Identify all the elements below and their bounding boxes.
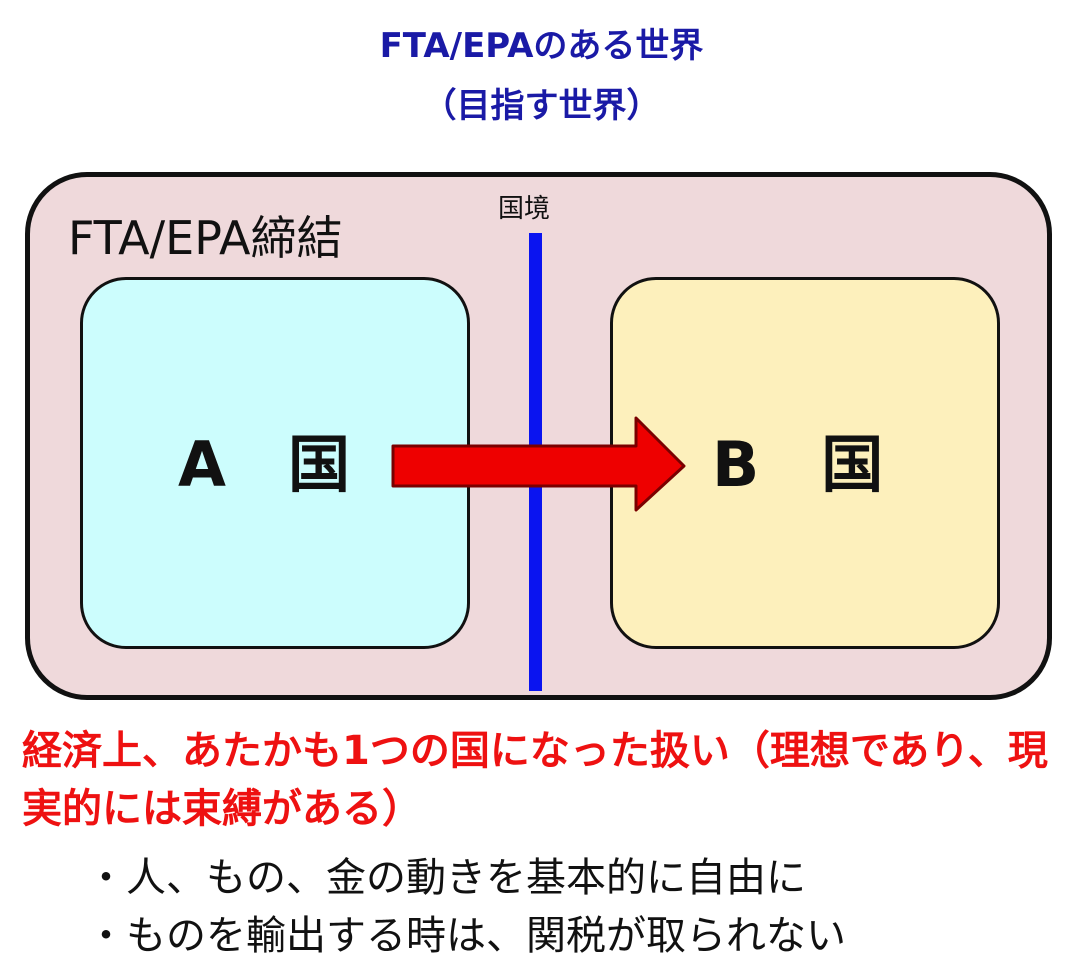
country-a-label: A 国 [178,428,350,501]
note-text: 経済上、あたかも1つの国になった扱い（理想であり、現実的には束縛がある） [22,728,1048,832]
diagram-title: FTA/EPAのある世界 [379,26,704,66]
bullet-item: ・人、もの、金の動きを基本的に自由に [86,855,806,901]
border-label: 国境 [498,194,551,224]
diagram-subtitle: （目指す世界） [422,86,661,126]
bullet-item: ・ものを輸出する時は、関税が取られない [86,913,846,959]
border-line [529,233,542,691]
country-b-label: B 国 [712,428,884,501]
agreement-label: FTA/EPA締結 [68,211,343,265]
